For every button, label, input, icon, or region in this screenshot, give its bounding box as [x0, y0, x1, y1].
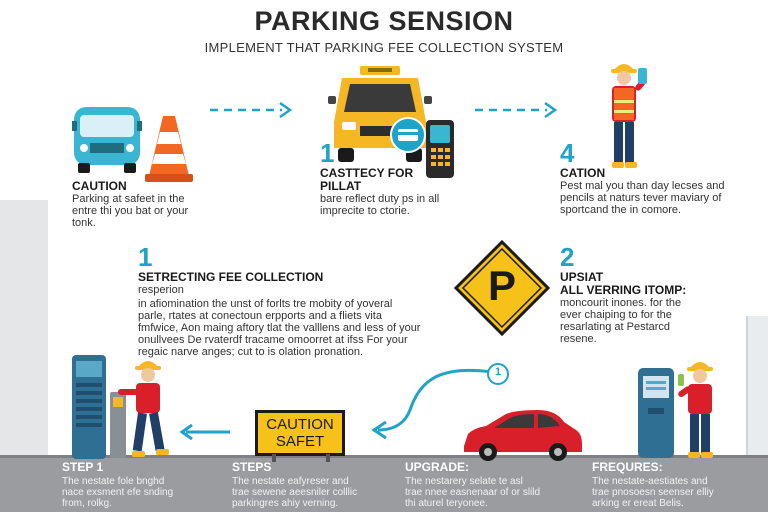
payment-card-icon: [390, 117, 426, 153]
top-middle-line: imprecite to ctorie.: [320, 205, 410, 217]
step-number: 1: [138, 242, 153, 272]
footer-line: The nestate eafyreser and: [232, 476, 349, 487]
footer-line: trae nnee easnenaar of or slild: [405, 487, 541, 498]
footer-line: parkingres ahiy verning.: [232, 498, 339, 509]
footer-title: FREQURES:: [592, 460, 663, 474]
middle-right-line: ever chaiping to for the: [560, 309, 672, 321]
middle-left-line: parle, rtates at conectoun erpports and …: [138, 310, 382, 322]
middle-left-line: regaic narve anges; cut to is olation pr…: [138, 346, 364, 358]
van-icon: [72, 107, 142, 173]
middle-left-heading: SETRECTING FEE COLLECTION: [138, 270, 324, 284]
top-right-line: pencils at naturs tever maviary of: [560, 192, 722, 204]
parking-sign-letter: P: [487, 262, 516, 309]
page-subtitle: IMPLEMENT THAT PARKING FEE COLLECTION SY…: [204, 40, 564, 55]
sign-post-icon: [272, 454, 330, 462]
middle-left-line: fmfwice, Aon maing aftory tlat the valll…: [138, 322, 421, 334]
payment-terminal-icon: [426, 120, 454, 178]
number-badge-icon: [487, 363, 509, 385]
worker-icon: [118, 361, 169, 457]
caution-left-line: tonk.: [72, 217, 96, 229]
right-door: [746, 316, 768, 462]
step-number: 4: [560, 138, 575, 168]
footer-title: STEP 1: [62, 460, 104, 474]
middle-left-line: onullvees De rvaterdf tracame omoorret a…: [138, 334, 408, 346]
footer-line: The nestarery selate te asl: [405, 476, 523, 487]
middle-right-line: moncourit inones. for the: [560, 297, 682, 309]
top-middle-line: bare reflect duty ps in all: [320, 193, 440, 205]
footer-line: nace exsment efe snding: [62, 487, 174, 498]
payment-post-icon: [110, 392, 126, 458]
footer-line: The nestate fole bnghd: [62, 476, 165, 487]
red-car-icon: [464, 410, 582, 461]
traffic-cone-icon: [145, 116, 193, 182]
parking-kiosk-icon: [72, 355, 106, 459]
top-middle-heading: PILLAT: [320, 179, 362, 193]
caution-sign-line: CAUTION: [266, 416, 334, 433]
footer-line: trae pnosoesn seenser elliy: [592, 487, 714, 498]
step-number: 2: [560, 242, 575, 272]
footer-line: from, rolkg.: [62, 498, 113, 509]
step-number: 1: [320, 138, 335, 168]
caution-sign: CAUTION SAFET: [255, 410, 345, 456]
dashed-arrow-icon: [475, 101, 558, 119]
page-title: PARKING SENSION: [254, 6, 514, 36]
ground-strip: [0, 455, 768, 512]
caution-left-line: entre thi you bat or your: [72, 205, 189, 217]
caution-left-line: Parking at safeet in the: [72, 193, 185, 205]
arrow-left-icon: [179, 423, 230, 441]
top-right-line: Pest mal you than day lecses and: [560, 180, 725, 192]
middle-right-heading: ALL VERRING ITOMP:: [560, 283, 687, 297]
worker-with-phone-icon: [611, 64, 647, 168]
parking-sign-icon: [453, 239, 551, 337]
footer-title: STEPS: [232, 460, 272, 474]
ground-edge: [0, 455, 768, 458]
middle-right-line: resarlating at Pestarcd: [560, 321, 671, 333]
middle-left-sub: resperion: [138, 284, 184, 296]
top-right-line: sportcand the in comore.: [560, 204, 682, 216]
number-badge-label: 1: [494, 366, 502, 378]
footer-line: trae sewene aeesniler colllic: [232, 487, 358, 498]
caution-sign-line: SAFET: [275, 433, 325, 450]
worker-icon: [678, 362, 713, 458]
top-right-heading: CATION: [560, 166, 606, 180]
top-middle-heading: CASTTECY FOR: [320, 166, 414, 180]
caution-left-heading: CAUTION: [72, 179, 127, 193]
footer-line: arking er ereat Belis.: [592, 498, 684, 509]
curved-arrow-icon: [371, 368, 493, 440]
middle-left-line: in afiomination the unst of forlts tre m…: [138, 298, 393, 310]
footer-line: The nestate-aestiates and: [592, 476, 708, 487]
footer-line: thi aturel teryonee.: [405, 498, 488, 509]
footer-title: UPGRADE:: [405, 460, 470, 474]
parking-kiosk-icon: [638, 368, 674, 458]
left-wall: [0, 200, 48, 462]
middle-right-line: resene.: [560, 333, 597, 345]
dashed-arrow-icon: [210, 101, 293, 119]
middle-right-heading: UPSIAT: [560, 270, 604, 284]
